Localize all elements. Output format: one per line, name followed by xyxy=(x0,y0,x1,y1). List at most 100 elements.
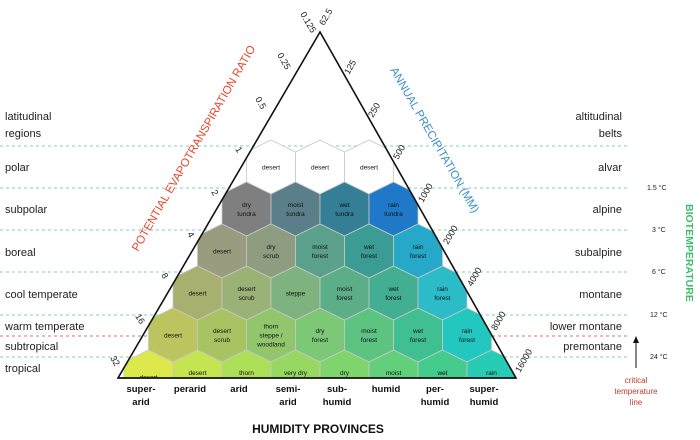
altitudinal-belts: altitudinal belts alvar alpine subalpine… xyxy=(550,111,623,353)
hex-label: steppe / xyxy=(259,333,282,340)
hex-label: tundra xyxy=(335,211,354,218)
hex-label: scrub xyxy=(214,337,230,344)
temp-label: 6 °C xyxy=(652,268,666,276)
hex-label: forest xyxy=(434,295,450,302)
critical-temperature-annotation: critical temperature line xyxy=(614,336,658,407)
hex-cell xyxy=(172,349,223,378)
hex-label: desert xyxy=(213,249,231,256)
province-label: sub- xyxy=(327,384,347,395)
hex-label: rain xyxy=(437,286,448,293)
hex-label: moist xyxy=(312,244,328,251)
province-label: humid xyxy=(421,397,450,408)
pet-tick: 16 xyxy=(133,312,147,326)
left-label: subtropical xyxy=(5,341,58,353)
hex-label: wet xyxy=(338,202,349,209)
temp-label: 1.5 °C xyxy=(647,184,667,192)
hex-label: desert xyxy=(360,165,378,172)
right-label: lower montane xyxy=(550,321,622,333)
pet-tick: 8 xyxy=(159,271,170,280)
left-label: regions xyxy=(5,128,42,140)
temp-label: 3 °C xyxy=(652,226,666,234)
hex-label: wet xyxy=(412,328,423,335)
hex-label: forest xyxy=(336,295,352,302)
hex-label: very dry xyxy=(284,370,308,377)
hex-cell xyxy=(466,349,516,378)
hex-label: scrub xyxy=(239,295,255,302)
precip-tick: 125 xyxy=(342,58,358,76)
right-label: premontane xyxy=(563,341,622,353)
hex-label: dry xyxy=(266,244,276,251)
hex-label: forest xyxy=(312,337,328,344)
province-label: arid xyxy=(230,384,248,395)
temp-label: 24 °C xyxy=(650,353,668,361)
biotemperature-title: BIOTEMPERATURE xyxy=(683,204,695,302)
hex-label: forest xyxy=(410,337,426,344)
province-label: super- xyxy=(469,384,498,395)
province-label: humid xyxy=(323,397,352,408)
precip-tick: 16000 xyxy=(513,347,534,374)
precip-tick: 1000 xyxy=(416,182,435,204)
hex-cell xyxy=(270,349,321,378)
hex-label: moist xyxy=(361,328,377,335)
hex-label: desert xyxy=(311,165,329,172)
hex-label: forest xyxy=(361,337,377,344)
left-label: warm temperate xyxy=(4,321,84,333)
life-zone-hex: desert xyxy=(123,349,174,382)
humidity-provinces-title: HUMIDITY PROVINCES xyxy=(252,422,384,435)
pet-tick: 0.25 xyxy=(275,51,292,71)
temp-label: 12 °C xyxy=(650,311,668,319)
hex-label: tundra xyxy=(286,211,305,218)
hex-label: rain xyxy=(462,328,473,335)
right-label: belts xyxy=(599,128,623,140)
hex-label: tundra xyxy=(384,211,403,218)
latitudinal-regions: latitudinal regions polar subpolar borea… xyxy=(4,111,84,375)
hex-label: moist xyxy=(288,202,304,209)
right-label: alpine xyxy=(593,204,622,216)
hex-label: thorn xyxy=(264,324,279,331)
hex-label: thorn xyxy=(239,370,254,377)
right-label: montane xyxy=(579,289,622,301)
pet-tick: 1 xyxy=(233,145,244,154)
hex-label: rain xyxy=(486,370,497,377)
hex-label: forest xyxy=(361,253,377,260)
hex-label: wet xyxy=(387,286,398,293)
precip-tick: 8000 xyxy=(489,310,508,332)
left-label: boreal xyxy=(5,247,36,259)
hex-label: dry xyxy=(315,328,325,335)
arrow-head-icon xyxy=(633,336,639,343)
precip-tick: 2000 xyxy=(441,224,460,246)
right-label: alvar xyxy=(598,162,622,174)
hex-label: desert xyxy=(164,333,182,340)
hex-cell xyxy=(417,349,468,378)
hex-label: forest xyxy=(385,295,401,302)
hex-label: wet xyxy=(436,370,447,377)
hex-label: wet xyxy=(363,244,374,251)
hex-label: tundra xyxy=(237,211,256,218)
hex-cell xyxy=(221,349,272,378)
hex-label: steppe xyxy=(286,291,306,298)
province-label: perarid xyxy=(174,384,206,395)
precip-tick: 250 xyxy=(366,101,382,119)
pet-tick: 32 xyxy=(108,354,122,368)
left-label: tropical xyxy=(5,363,40,375)
hex-label: dry xyxy=(340,370,350,377)
hex-label: forest xyxy=(410,253,426,260)
critical-label: temperature xyxy=(614,387,658,396)
province-label: humid xyxy=(372,384,401,395)
left-label: latitudinal xyxy=(5,111,51,123)
hex-cell xyxy=(319,349,370,378)
hexagon-grid: desert desert desert dry tundra moist tundra we… xyxy=(123,139,516,382)
province-label: super- xyxy=(126,384,155,395)
province-label: per- xyxy=(426,384,444,395)
hex-label: moist xyxy=(386,370,402,377)
pet-tick: 2 xyxy=(209,188,220,197)
hex-label: forest xyxy=(312,253,328,260)
hex-label: desert xyxy=(139,375,157,382)
hex-label: desert xyxy=(188,291,206,298)
